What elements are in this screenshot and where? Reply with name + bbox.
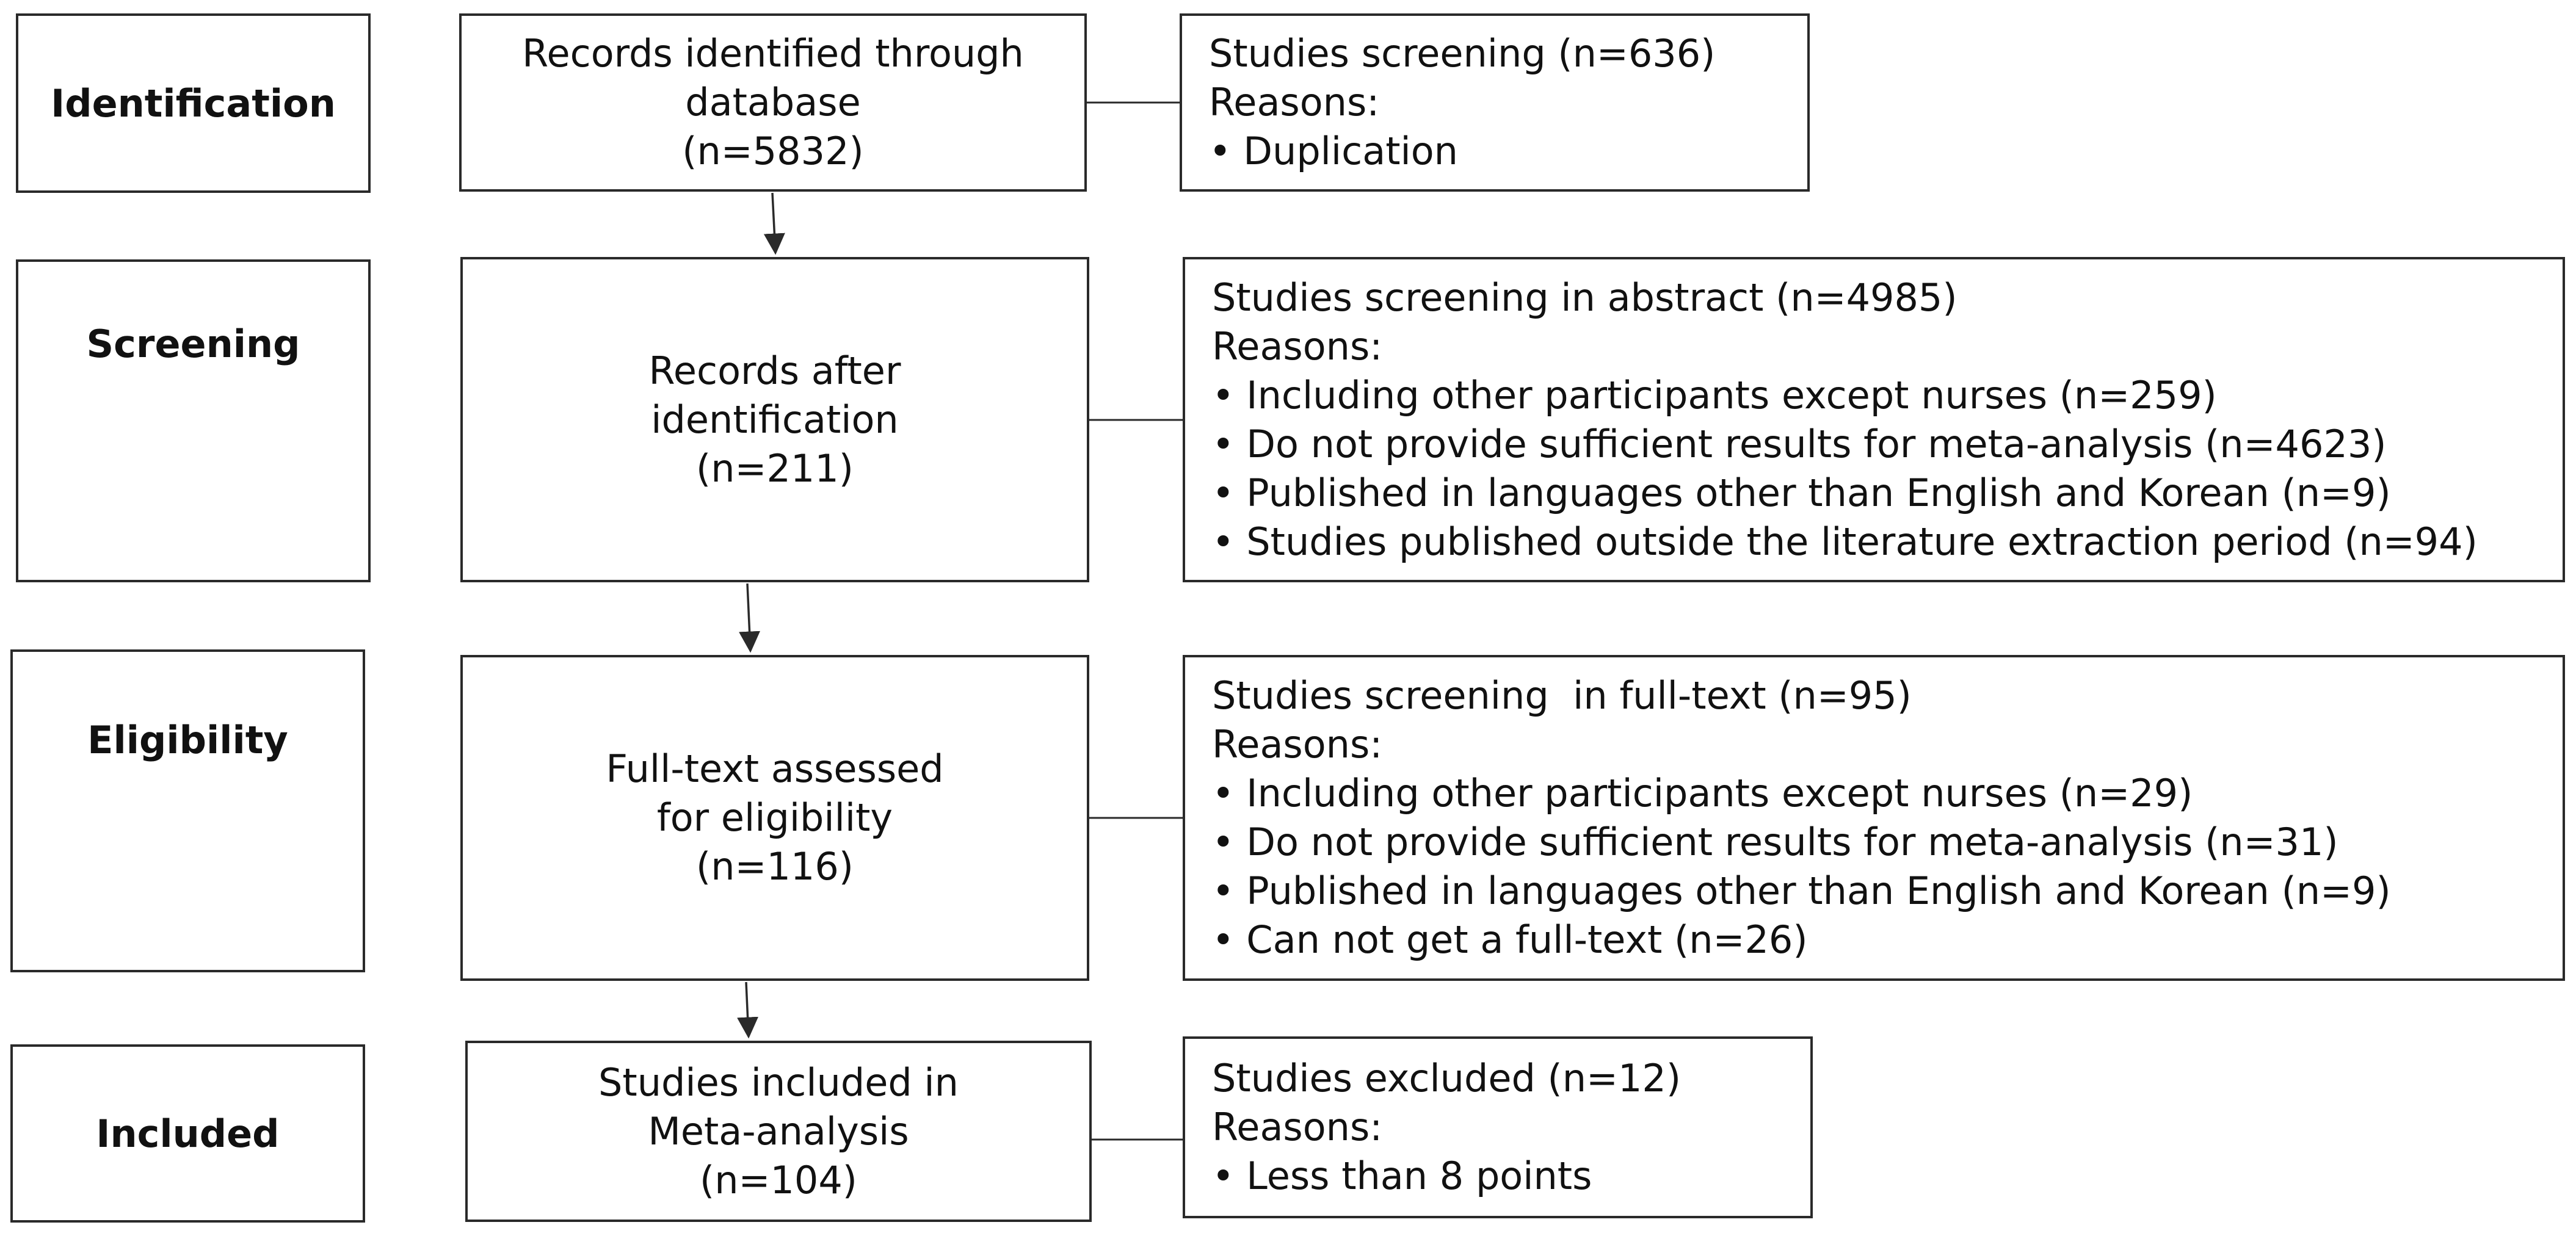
screening-exclusion-title: Studies screening in abstract (n=4985) [1212, 275, 1957, 320]
stage-identification-box: Identification [16, 13, 371, 193]
included-studies-box: Studies included in Meta-analysis (n=104… [465, 1041, 1092, 1222]
stage-screening-box: Screening [16, 259, 371, 582]
stage-screening-label: Screening [86, 322, 300, 366]
arrow-screening-to-eligibility [739, 583, 761, 653]
eligibility-exclusion-reason: Including other participants except nurs… [1212, 769, 2563, 818]
included-exclusion-title: Studies excluded (n=12) [1212, 1056, 1682, 1100]
identification-exclusion-reason: Duplication [1209, 127, 1807, 176]
eligibility-exclusion-reasons-label: Reasons: [1212, 722, 1383, 767]
stage-included-box: Included [10, 1044, 365, 1223]
eligibility-exclusion-title: Studies screening in full-text (n=95) [1212, 673, 1912, 718]
identification-records-line1: Records identified through [522, 31, 1024, 76]
included-studies-count: (n=104) [700, 1157, 857, 1202]
screening-exclusion-reason: Published in languages other than Englis… [1212, 469, 2563, 518]
identification-exclusion-box: Studies screening (n=636) Reasons: Dupli… [1180, 13, 1810, 192]
screening-records-box: Records after identification (n=211) [460, 257, 1089, 582]
arrow-identification-to-screening [763, 192, 785, 255]
included-studies-line1: Studies included in [598, 1060, 959, 1105]
stage-eligibility-box: Eligibility [10, 649, 365, 972]
arrow-eligibility-to-included [737, 981, 759, 1039]
eligibility-records-line1: Full-text assessed [606, 746, 944, 791]
identification-records-count: (n=5832) [682, 129, 864, 173]
included-exclusion-box: Studies excluded (n=12) Reasons: Less th… [1183, 1036, 1813, 1218]
screening-exclusion-reason: Including other participants except nurs… [1212, 371, 2563, 420]
identification-records-line2: database [685, 80, 861, 125]
identification-exclusion-reasons-label: Reasons: [1209, 80, 1380, 125]
stage-eligibility-label: Eligibility [87, 718, 288, 762]
identification-exclusion-title: Studies screening (n=636) [1209, 31, 1716, 76]
screening-exclusion-reason: Do not provide sufficient results for me… [1212, 420, 2563, 469]
eligibility-exclusion-reason: Can not get a full-text (n=26) [1212, 916, 2563, 964]
included-studies-line2: Meta-analysis [648, 1108, 909, 1154]
included-exclusion-reasons-label: Reasons: [1212, 1105, 1383, 1149]
eligibility-exclusion-reason: Do not provide sufficient results for me… [1212, 818, 2563, 867]
stage-identification-label: Identification [51, 81, 336, 126]
screening-records-line2: identification [651, 397, 899, 442]
eligibility-records-box: Full-text assessed for eligibility (n=11… [460, 655, 1089, 981]
screening-exclusion-reason: Studies published outside the literature… [1212, 518, 2563, 566]
screening-records-line1: Records after [648, 348, 901, 393]
stage-included-label: Included [96, 1111, 280, 1156]
eligibility-records-count: (n=116) [696, 844, 854, 889]
screening-exclusion-reasons-label: Reasons: [1212, 323, 1383, 369]
included-exclusion-reason: Less than 8 points [1212, 1152, 1810, 1201]
screening-exclusion-box: Studies screening in abstract (n=4985) R… [1183, 257, 2565, 582]
eligibility-exclusion-box: Studies screening in full-text (n=95) Re… [1183, 655, 2565, 981]
eligibility-records-line2: for eligibility [656, 795, 893, 840]
eligibility-exclusion-reason: Published in languages other than Englis… [1212, 867, 2563, 916]
screening-records-count: (n=211) [696, 446, 854, 491]
identification-records-box: Records identified through database (n=5… [459, 13, 1087, 192]
